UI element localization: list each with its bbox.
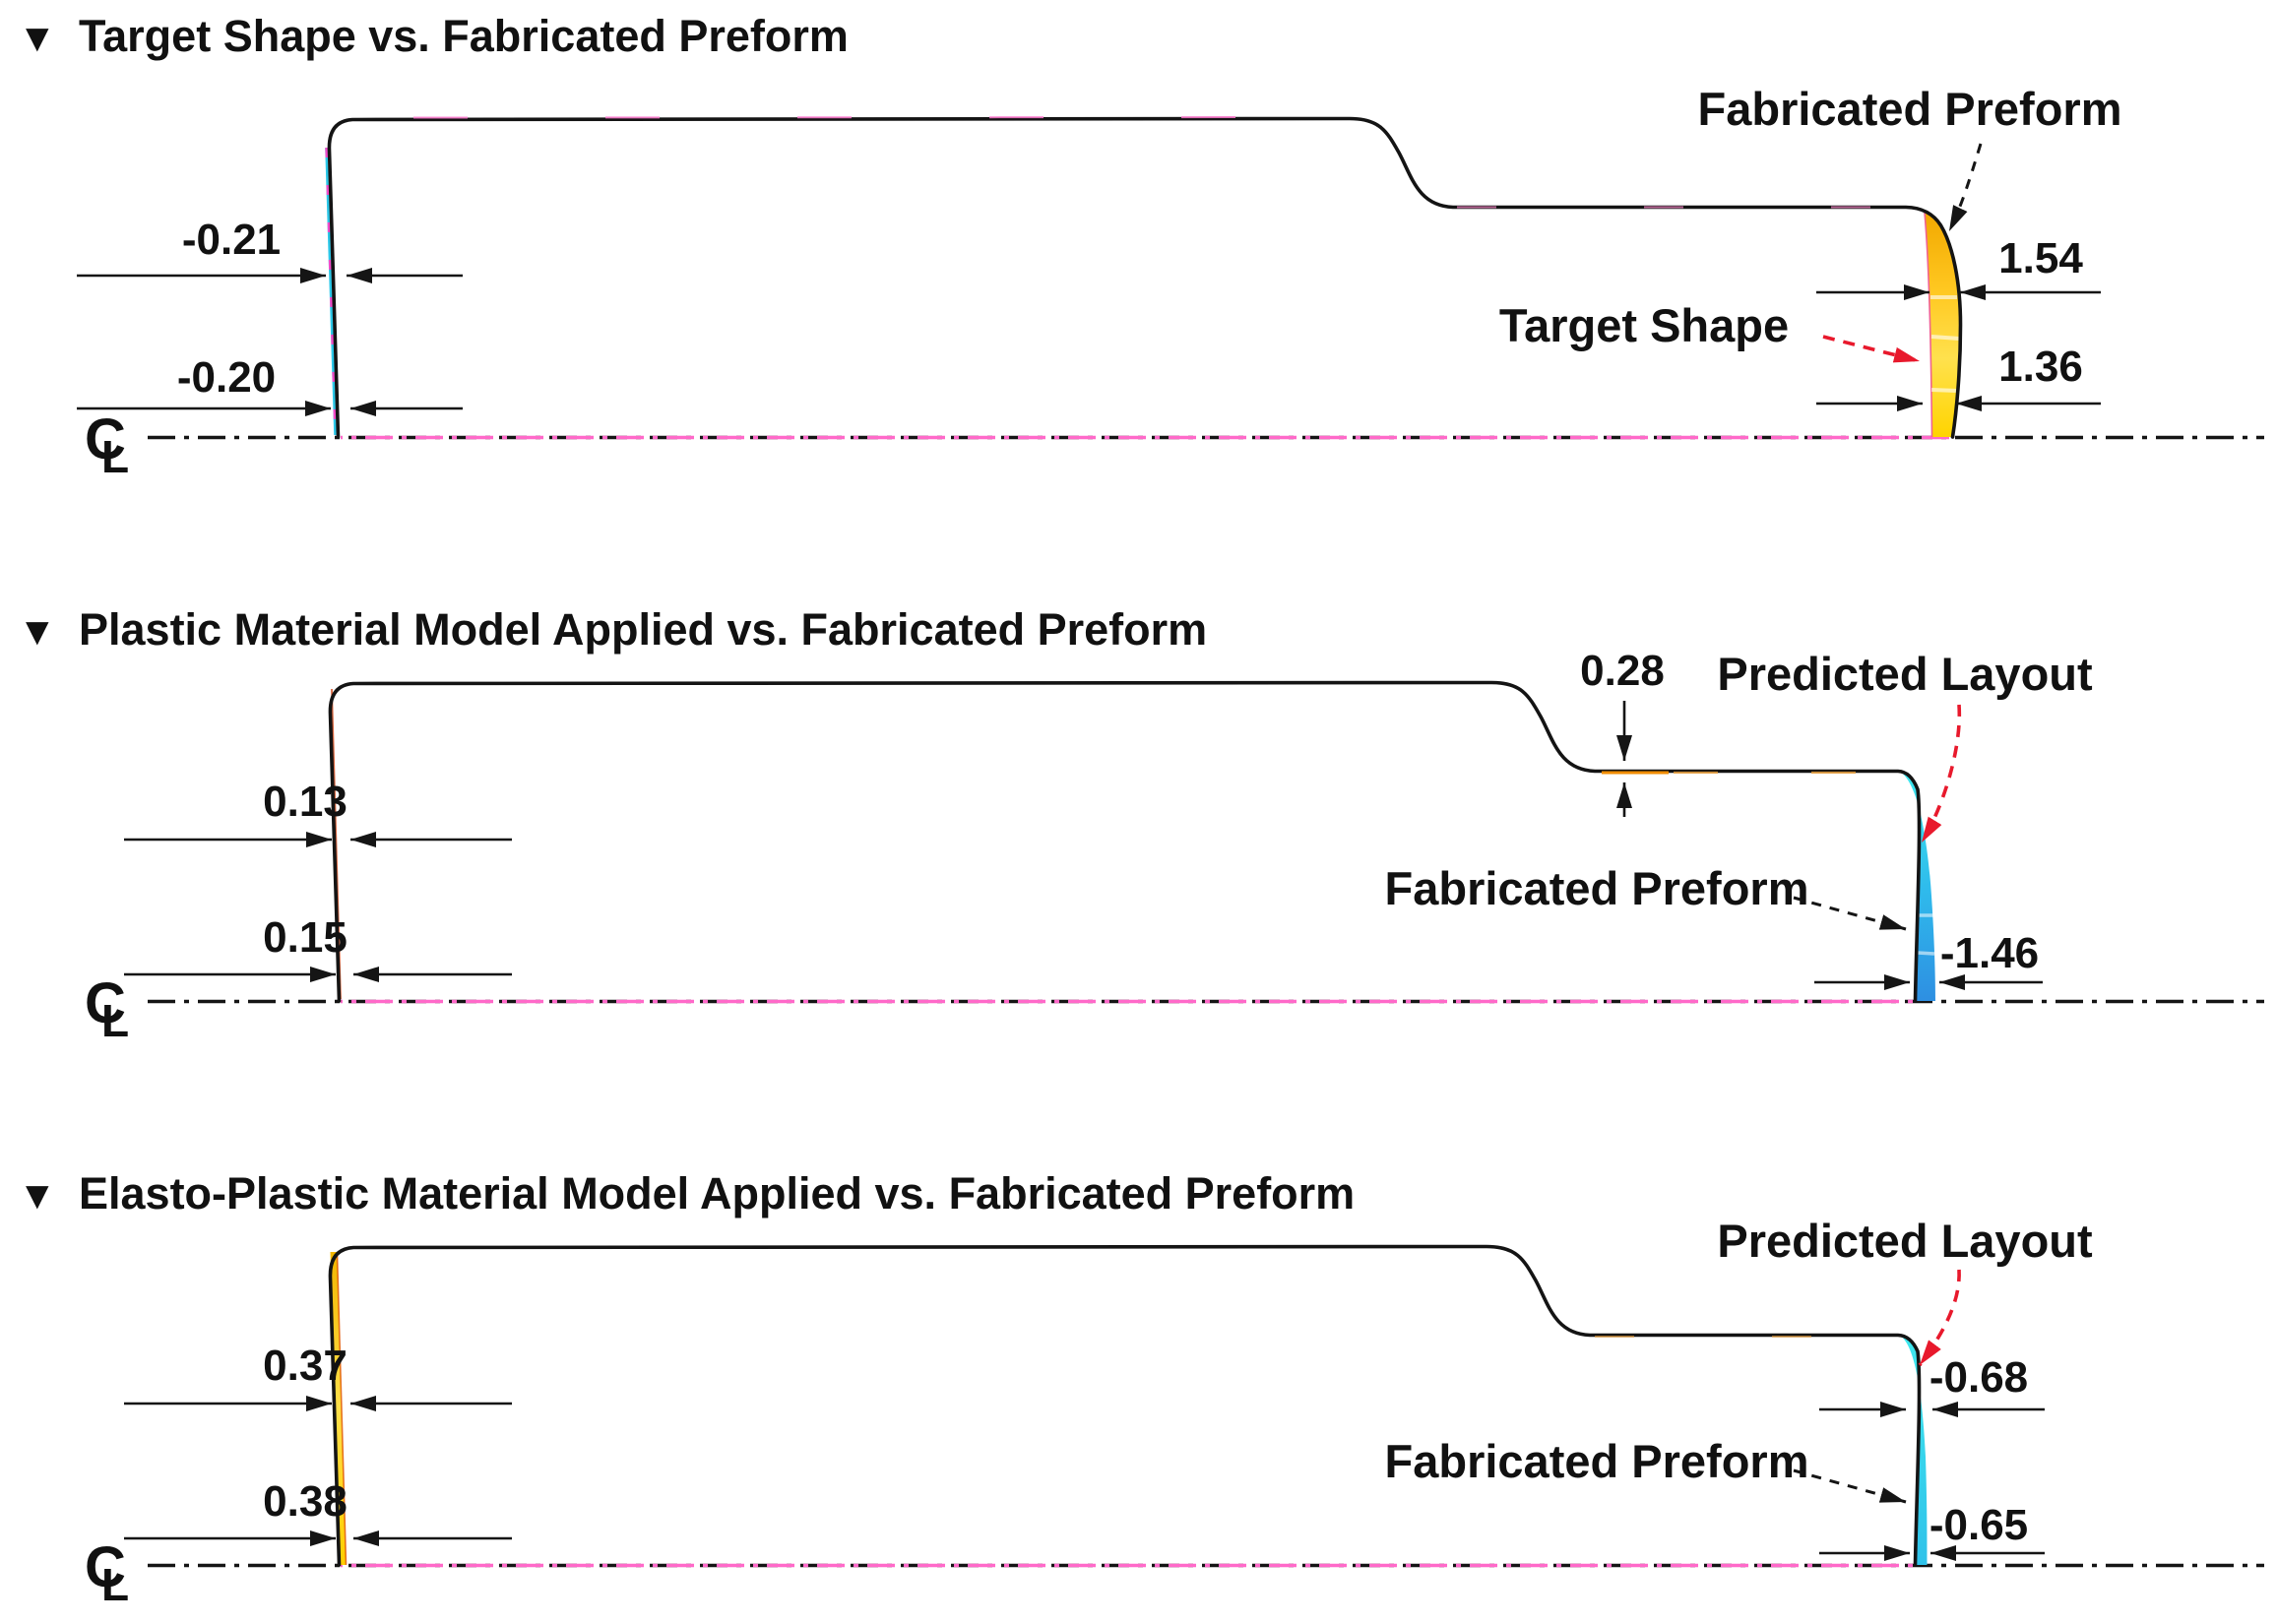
panel-title: Elasto-Plastic Material Model Applied vs… — [79, 1168, 1355, 1218]
panel-title: Plastic Material Model Applied vs. Fabri… — [79, 604, 1207, 655]
cl-symbol-l: L — [101, 1559, 129, 1610]
leader-arrow-black — [1793, 1468, 1907, 1504]
dimension-left-lower: 0.38 — [124, 1477, 512, 1546]
dimension-left-lower: 0.15 — [124, 913, 512, 982]
dimension-left-upper: 0.13 — [124, 778, 512, 847]
dim-value: 0.13 — [263, 778, 348, 826]
dim-value: -0.21 — [182, 216, 281, 264]
panel-elastoplastic-vs-fabricated: ▼ Elasto-Plastic Material Model Applied … — [18, 1168, 2264, 1610]
dimension-right-upper: -0.68 — [1819, 1353, 2045, 1417]
dimension-right-lower: -0.65 — [1819, 1501, 2045, 1561]
section-marker: ▼ — [18, 610, 57, 654]
label-fabricated-preform: Fabricated Preform — [1385, 1435, 1809, 1487]
dim-value: 0.37 — [263, 1342, 348, 1390]
dim-value: 1.54 — [1998, 234, 2083, 282]
dim-value: -0.20 — [177, 353, 276, 402]
dim-value: 1.36 — [1998, 343, 2083, 391]
panel-plastic-vs-fabricated: ▼ Plastic Material Model Applied vs. Fab… — [18, 604, 2264, 1046]
preform-outline — [328, 680, 1922, 1003]
label-predicted-layout: Predicted Layout — [1717, 648, 2093, 700]
dimension-left-upper: 0.37 — [124, 1342, 512, 1411]
centerline-mark: C L — [85, 971, 129, 1046]
leader-arrow-red — [1920, 704, 1962, 843]
dim-value: 0.28 — [1580, 647, 1665, 695]
label-fabricated-preform: Fabricated Preform — [1385, 862, 1809, 914]
highlight-streaks — [1917, 913, 1935, 956]
leader-arrow-red — [1918, 1269, 1961, 1367]
section-marker: ▼ — [18, 17, 57, 60]
leader-arrow-black — [1793, 896, 1907, 931]
label-predicted-layout: Predicted Layout — [1717, 1215, 2093, 1267]
deviation-strip-positive — [330, 1252, 347, 1565]
centerline-mark: C L — [85, 407, 129, 482]
dimension-right-upper: 1.54 — [1816, 234, 2101, 300]
cl-symbol-c: C — [85, 407, 126, 471]
cl-symbol-c: C — [85, 971, 126, 1035]
dim-value: -1.46 — [1940, 929, 2039, 977]
centerline-mark: C L — [85, 1535, 129, 1610]
preform-outline — [327, 116, 1963, 439]
dim-value: -0.65 — [1929, 1501, 2028, 1549]
preform-outline — [328, 1244, 1922, 1567]
deviation-region-negative — [1900, 772, 1935, 1001]
panel-target-vs-fabricated: ▼ Target Shape vs. Fabricated Preform C … — [18, 11, 2264, 482]
dimension-right-lower: -1.46 — [1814, 929, 2043, 990]
strip-edge-red-line — [336, 1253, 348, 1566]
left-edge-cyan-line — [325, 147, 337, 436]
dim-value: 0.38 — [263, 1477, 348, 1526]
target-edge-line — [1924, 212, 1933, 438]
deviation-region-negative — [1900, 1336, 1928, 1565]
section-marker: ▼ — [18, 1174, 57, 1218]
label-fabricated-preform: Fabricated Preform — [1698, 83, 2122, 135]
label-target-shape: Target Shape — [1499, 299, 1789, 351]
dimension-left-upper: -0.21 — [77, 216, 463, 283]
deviation-region-positive — [1925, 213, 1961, 437]
dimension-right-lower: 1.36 — [1816, 343, 2101, 411]
leader-arrow-red — [1822, 335, 1921, 363]
dimension-step: 0.28 — [1580, 647, 1665, 817]
dim-value: 0.15 — [263, 913, 348, 962]
top-edge-pink-dashes — [412, 116, 1340, 119]
cl-symbol-l: L — [101, 995, 129, 1046]
panel-title: Target Shape vs. Fabricated Preform — [79, 11, 849, 61]
highlight-streaks — [1930, 295, 1960, 393]
leader-arrow-black — [1947, 143, 1983, 232]
cl-symbol-l: L — [101, 431, 129, 482]
dimension-left-lower: -0.20 — [77, 353, 463, 416]
cl-symbol-c: C — [85, 1535, 126, 1599]
dim-value: -0.68 — [1929, 1353, 2028, 1402]
